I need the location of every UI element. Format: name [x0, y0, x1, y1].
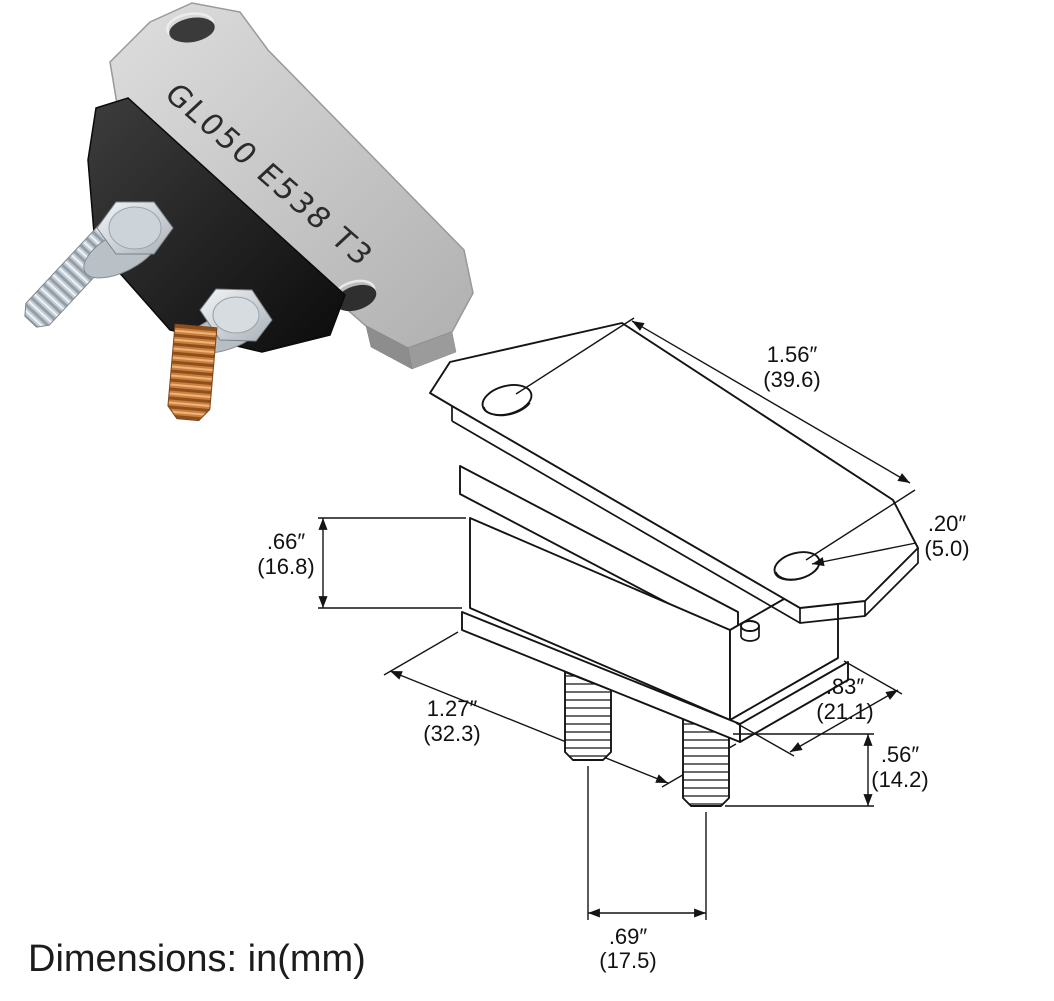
copper-stud-hex-nut: [199, 288, 273, 342]
left-stud: [564, 671, 612, 761]
plate-thickness-edges: [451, 406, 919, 624]
dim-stud-length-inches: .56″: [881, 742, 920, 767]
dim-body-depth-inches: .83″: [826, 674, 865, 699]
dim-hole-spacing: 1.56″ (39.6): [515, 317, 916, 561]
dim-stud-spacing: .69″ (17.5): [587, 766, 707, 973]
zinc-hex-nut: [96, 201, 174, 255]
dim-body-length-inches: 1.27″: [427, 696, 478, 721]
dim-stud-spacing-inches: .69″: [609, 924, 648, 949]
dim-stud-length: .56″ (14.2): [725, 733, 929, 807]
dim-hole-diameter: .20″ (5.0): [811, 511, 970, 567]
dim-hole-diameter-mm: (5.0): [924, 536, 969, 561]
bracket-edge-shade-2: [365, 325, 413, 370]
top-ear-hole: [169, 17, 215, 43]
units-note: Dimensions: in(mm): [28, 938, 366, 980]
copper-stud: [167, 323, 218, 422]
right-stud: [682, 715, 730, 807]
dim-body-height-inches: .66″: [267, 529, 306, 554]
right-ear-hole: [335, 284, 377, 312]
product-photo: GL050 E538 T3: [24, 2, 474, 422]
rivet-detail: [740, 620, 760, 642]
dim-hole-spacing-inches: 1.56″: [767, 342, 818, 367]
technical-drawing: 1.56″ (39.6) .20″ (5.0) .66″ (16.8) 1.27…: [257, 317, 970, 973]
dim-hole-diameter-inches: .20″: [928, 511, 967, 536]
dim-hole-spacing-mm: (39.6): [763, 367, 820, 392]
dim-stud-spacing-mm: (17.5): [599, 948, 656, 973]
breaker-body: [87, 97, 346, 353]
dim-body-height: .66″ (16.8): [257, 517, 466, 609]
dim-body-length: 1.27″ (32.3): [423, 696, 480, 746]
dim-body-length-mm: (32.3): [423, 721, 480, 746]
dim-body-depth-mm: (21.1): [816, 699, 873, 724]
dim-body-depth: .83″ (21.1): [735, 660, 903, 757]
dim-body-height-mm: (16.8): [257, 554, 314, 579]
dim-stud-length-mm: (14.2): [871, 767, 928, 792]
